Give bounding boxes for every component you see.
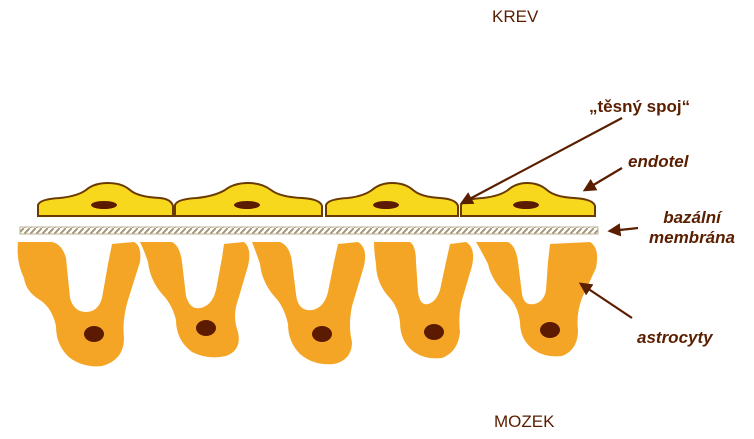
endothelial-nucleus	[373, 201, 399, 209]
endothelial-nucleus	[513, 201, 539, 209]
basal-membrane-arrow	[610, 228, 638, 231]
astrocyte-nucleus	[540, 322, 560, 338]
astrocyte-nucleus	[312, 326, 332, 342]
astrocyte-4	[374, 242, 473, 358]
basal-membrane-label: bazální membrána	[640, 208, 744, 248]
astrocyte-nucleus	[84, 326, 104, 342]
endothelial-nucleus	[234, 201, 260, 209]
tight-junction-label: „těsný spoj“	[589, 97, 690, 117]
basal-membrane-label-line2: membrána	[640, 228, 744, 248]
endothelium-layer	[38, 183, 595, 216]
astrocyte-2	[140, 242, 249, 357]
astrocyte-5	[476, 242, 597, 356]
astrocyte-nucleus	[196, 320, 216, 336]
endothelium-label: endotel	[628, 152, 688, 172]
astrocyte-1	[18, 242, 141, 366]
astrocytes-arrow	[581, 284, 632, 318]
endothelial-cell-2	[175, 183, 322, 216]
astrocyte-nucleus	[424, 324, 444, 340]
blood-label: KREV	[492, 7, 538, 27]
endothelial-cell-3	[326, 183, 458, 216]
endothelial-nucleus	[91, 201, 117, 209]
basal-membrane-label-line1: bazální	[640, 208, 744, 228]
endothelial-cell-1	[38, 183, 173, 216]
brain-label: MOZEK	[494, 412, 554, 432]
basal-membrane	[20, 227, 598, 234]
astrocyte-layer	[18, 242, 598, 366]
endothelial-cell-4	[461, 183, 595, 216]
astrocyte-3	[252, 242, 365, 364]
endothelium-arrow	[585, 168, 622, 190]
astrocytes-label: astrocyty	[637, 328, 713, 348]
